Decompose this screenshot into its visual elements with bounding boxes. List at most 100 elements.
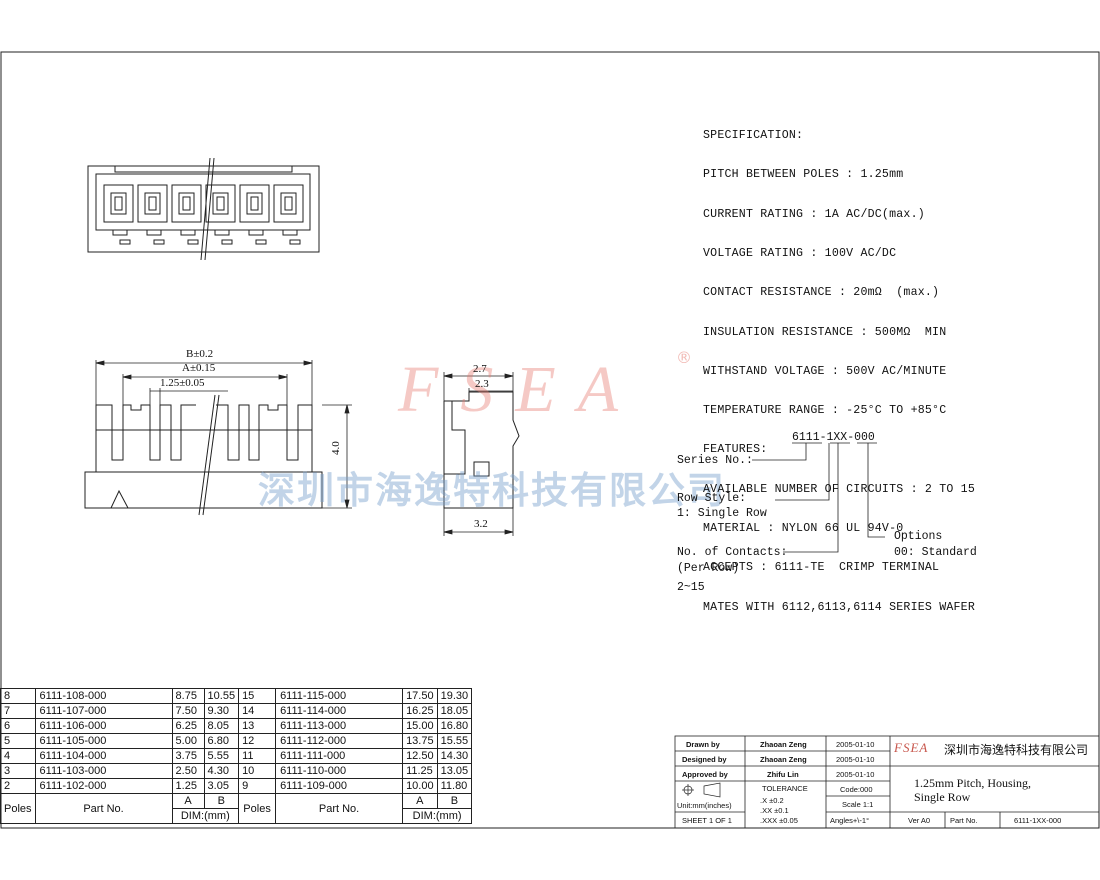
top-view-housing [87, 157, 320, 261]
b-cell: 18.05 [436, 703, 473, 719]
header-b: B [203, 793, 240, 809]
a-cell: 8.75 [171, 688, 205, 704]
tolerance-xxx: .XXX ±0.05 [760, 816, 798, 825]
poles-cell: 13 [238, 718, 277, 734]
options-value: 00: Standard [894, 546, 977, 559]
units-label: Unit:mm(inches) [677, 801, 732, 810]
version-label: Ver A0 [908, 816, 931, 825]
part-no-cell: 6111-114-000 [275, 703, 404, 719]
dimension-a: A±0.15 [182, 362, 216, 374]
poles-cell: 7 [0, 703, 36, 719]
poles-cell: 2 [0, 778, 36, 794]
a-cell: 2.50 [171, 763, 205, 779]
b-cell: 5.55 [203, 748, 240, 764]
part-no-cell: 6111-108-000 [34, 688, 173, 704]
part-no-cell: 6111-104-000 [34, 748, 173, 764]
sheet-border [0, 51, 1100, 829]
title-block-company: 深圳市海逸特科技有限公司 [944, 743, 1089, 757]
sheet-label: SHEET 1 OF 1 [682, 816, 732, 825]
table-header-row: DIM:(mm) DIM:(mm) [1, 808, 473, 824]
designed-date: 2005-01-10 [836, 755, 875, 764]
drawing-title-line1: 1.25mm Pitch, Housing, [914, 776, 1032, 790]
part-no-label: Part No. [950, 816, 978, 825]
b-cell: 14.30 [436, 748, 473, 764]
approved-date: 2005-01-10 [836, 770, 875, 779]
poles-cell: 5 [0, 733, 36, 749]
part-code: 6111-1XX-000 [792, 431, 875, 444]
part-no-cell: 6111-102-000 [34, 778, 173, 794]
poles-cell: 11 [238, 748, 277, 764]
poles-cell: 4 [0, 748, 36, 764]
part-no-cell: 6111-111-000 [275, 748, 404, 764]
spec-line: VOLTAGE RATING : 100V AC/DC [703, 247, 897, 261]
spec-line: TEMPERATURE RANGE : -25°C TO +85°C [703, 404, 947, 418]
b-cell: 19.30 [436, 688, 473, 704]
contacts-label: No. of Contacts: [677, 546, 788, 559]
header-dim: DIM:(mm) [171, 808, 240, 824]
tolerance-x: .X ±0.2 [760, 796, 784, 805]
part-no-cell: 6111-109-000 [275, 778, 404, 794]
b-cell: 8.05 [203, 718, 240, 734]
table-header-row: Poles Part No. A B Poles Part No. A B [0, 793, 473, 824]
header-b: B [436, 793, 473, 809]
options-label: Options [894, 530, 943, 543]
a-cell: 7.50 [171, 703, 205, 719]
header-poles: Poles [238, 793, 277, 824]
spec-line: CONTACT RESISTANCE : 20mΩ (max.) [703, 286, 940, 300]
part-code-leaders [752, 442, 885, 553]
spec-line: MATERIAL : NYLON 66 UL 94V-0 [703, 522, 904, 535]
side-view-housing [443, 391, 520, 509]
tolerance-xx: .XX ±0.1 [760, 806, 789, 815]
a-cell: 5.00 [171, 733, 205, 749]
a-cell: 13.75 [402, 733, 438, 749]
contacts-sub: (Per Row) [677, 562, 740, 575]
b-cell: 4.30 [203, 763, 240, 779]
a-cell: 15.00 [402, 718, 438, 734]
part-no-cell: 6111-105-000 [34, 733, 173, 749]
part-no-cell: 6111-112-000 [275, 733, 404, 749]
poles-cell: 8 [0, 688, 36, 704]
front-view-dimension-lines [95, 360, 352, 509]
poles-cell: 9 [238, 778, 277, 794]
dimension-b: B±0.2 [186, 348, 214, 360]
b-cell: 10.55 [203, 688, 240, 704]
spec-line: INSULATION RESISTANCE : 500MΩ MIN [703, 325, 947, 339]
poles-cell: 3 [0, 763, 36, 779]
header-part-no: Part No. [34, 793, 173, 824]
designed-label: Designed by [682, 755, 727, 764]
a-cell: 3.75 [171, 748, 205, 764]
approved-label: Approved by [682, 770, 728, 779]
dimension-pitch: 1.25±0.05 [160, 377, 205, 389]
row-style-value: 1: Single Row [677, 507, 767, 520]
spec-line: ACCEPTS : 6111-TE CRIMP TERMINAL [703, 561, 940, 575]
spec-line: SPECIFICATION: [703, 129, 804, 143]
a-cell: 11.25 [402, 763, 438, 779]
drawn-date: 2005-01-10 [836, 740, 875, 749]
b-cell: 6.80 [203, 733, 240, 749]
part-no-cell: 6111-110-000 [275, 763, 404, 779]
dimension-side-bottom: 3.2 [474, 518, 488, 530]
header-poles: Poles [0, 793, 36, 824]
a-cell: 1.25 [171, 778, 205, 794]
b-cell: 15.55 [436, 733, 473, 749]
title-block-logo: FSEA [894, 740, 929, 755]
dimension-side-top2: 2.3 [475, 378, 489, 390]
header-dim: DIM:(mm) [402, 808, 473, 824]
b-cell: 3.05 [203, 778, 240, 794]
drawing-title-line2: Single Row [914, 790, 971, 804]
projection-symbol-icon [682, 782, 721, 798]
registered-mark-icon: ® [676, 348, 692, 367]
spec-line: FEATURES: [703, 443, 768, 457]
watermark-company: 深圳市海逸特科技有限公司 [258, 469, 726, 512]
part-no-cell: 6111-106-000 [34, 718, 173, 734]
poles-cell: 10 [238, 763, 277, 779]
a-cell: 17.50 [402, 688, 438, 704]
a-cell: 16.25 [402, 703, 438, 719]
title-part-no: 6111-1XX-000 [1014, 816, 1062, 825]
series-label: Series No.: [677, 454, 753, 467]
